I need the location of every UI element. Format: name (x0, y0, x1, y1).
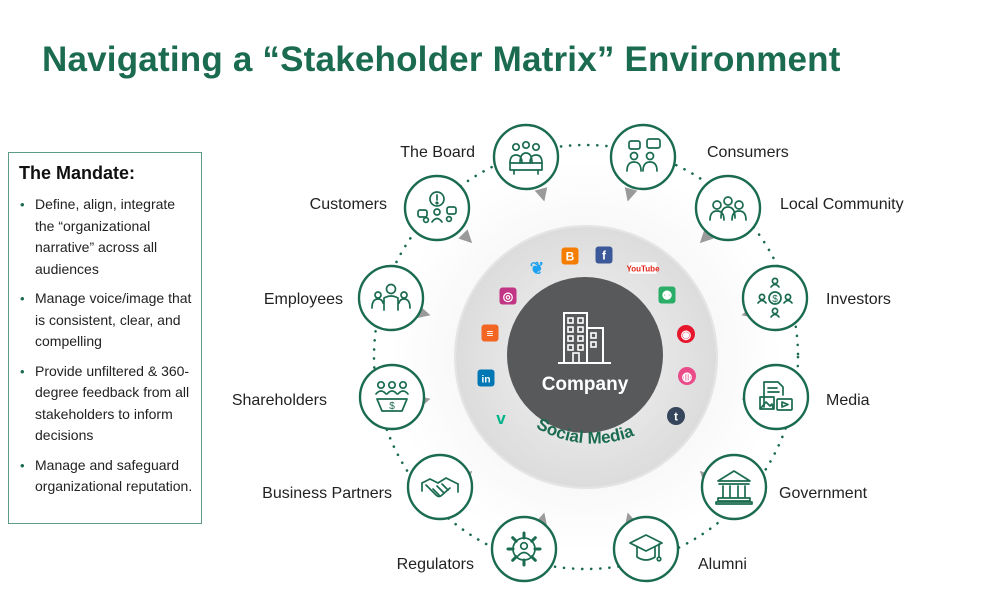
stakeholder-circle (358, 363, 426, 431)
svg-text:◍: ◍ (682, 370, 693, 384)
stakeholder-circle (700, 453, 768, 521)
svg-text:$: $ (389, 401, 395, 412)
instagram-icon: ◎ (499, 287, 517, 305)
stakeholder-node: Alumni (612, 515, 747, 583)
community-icon (709, 196, 747, 221)
mandate-list: Define, align, integrate the “organizati… (19, 194, 193, 498)
stakeholder-label: Local Community (780, 196, 904, 213)
stakeholder-circle (609, 123, 677, 191)
regulators-gear-icon (506, 531, 542, 567)
stakeholder-node: $ Shareholders (232, 363, 426, 431)
customers-icon (417, 191, 457, 224)
twitter-icon: ❦ (530, 259, 544, 278)
stakeholder-label: Business Partners (262, 485, 392, 502)
stakeholder-label: Shareholders (232, 392, 327, 409)
mandate-heading: The Mandate: (19, 163, 136, 183)
stakeholder-label: Government (779, 485, 868, 502)
stakeholder-circle (694, 174, 762, 242)
mandate-box: The Mandate: Define, align, integrate th… (8, 152, 202, 524)
stakeholder-circle (406, 453, 474, 521)
blogger-icon: B (561, 247, 579, 265)
dribbble-icon: ◍ (678, 367, 696, 385)
inward-arrow (534, 187, 548, 202)
stakeholder-label: Regulators (397, 556, 474, 573)
facebook-icon: f (595, 246, 613, 264)
wechat-icon: ⚉ (658, 286, 676, 304)
svg-text:⚉: ⚉ (662, 289, 673, 303)
mandate-item: Provide unfiltered & 360-degree feedback… (19, 361, 193, 447)
stakeholder-label: Consumers (707, 144, 789, 161)
svg-text:B: B (566, 250, 575, 264)
svg-text:❦: ❦ (530, 259, 544, 278)
stakeholder-node: The Board (400, 123, 560, 191)
graduation-cap-icon (629, 534, 663, 562)
stakeholder-circle (357, 264, 425, 332)
stakeholder-node: Consumers (609, 123, 789, 191)
vine-icon: v (496, 409, 506, 428)
company-label: Company (542, 374, 629, 395)
social-ring-edge (454, 225, 718, 489)
stakeholder-node: $ Investors (741, 264, 891, 332)
stakeholder-label: Customers (310, 196, 387, 213)
svg-text:in: in (482, 375, 491, 386)
consumers-chat-icon (626, 138, 661, 172)
stakeholder-node: Business Partners (262, 453, 474, 521)
government-building-icon (715, 470, 753, 505)
stakeholder-node: Media (742, 363, 870, 431)
page-title: Navigating a “Stakeholder Matrix” Enviro… (42, 40, 841, 79)
shareholders-icon: $ (375, 380, 409, 412)
mandate-item: Define, align, integrate the “organizati… (19, 194, 193, 280)
stakeholder-circle (403, 174, 471, 242)
stakeholder-node: Employees (264, 264, 425, 332)
weibo-icon: ◉ (677, 325, 695, 343)
inward-arrow (624, 187, 638, 202)
rss-icon: ≡ (481, 324, 499, 342)
stakeholder-circle (742, 363, 810, 431)
stakeholder-circle (492, 123, 560, 191)
company-circle (507, 277, 663, 433)
svg-text:t: t (674, 410, 678, 424)
stakeholder-label: Media (826, 392, 870, 409)
stakeholder-circle (612, 515, 680, 583)
youtube-icon: YouTube (626, 261, 660, 275)
svg-text:≡: ≡ (486, 327, 493, 341)
mandate-item: Manage voice/image that is consistent, c… (19, 288, 193, 353)
svg-text:YouTube: YouTube (626, 265, 660, 274)
handshake-icon (421, 477, 459, 498)
outer-dotted-ring (372, 143, 800, 571)
stakeholder-node: Government (700, 453, 868, 521)
svg-text:◉: ◉ (681, 328, 692, 342)
svg-text:◎: ◎ (503, 290, 514, 304)
media-icon (759, 381, 793, 411)
svg-text:f: f (602, 249, 607, 263)
stakeholder-label: The Board (400, 144, 475, 161)
stakeholder-circle (741, 264, 809, 332)
building-icon (558, 312, 611, 364)
stakeholder-label: Investors (826, 291, 891, 308)
stakeholder-label: Alumni (698, 556, 747, 573)
investors-icon: $ (757, 277, 793, 318)
stakeholder-node: Regulators (397, 515, 558, 583)
board-meeting-icon (509, 140, 543, 175)
mandate-item: Manage and safeguard organizational repu… (19, 455, 193, 498)
svg-text:v: v (496, 409, 506, 428)
stakeholder-label: Employees (264, 291, 343, 308)
stakeholder-node: Local Community (694, 174, 904, 242)
employees-icon (371, 283, 411, 311)
svg-text:$: $ (772, 294, 778, 305)
tumblr-icon: t (667, 407, 685, 425)
linkedin-icon: in (477, 369, 495, 387)
stakeholder-node: Customers (310, 174, 471, 242)
